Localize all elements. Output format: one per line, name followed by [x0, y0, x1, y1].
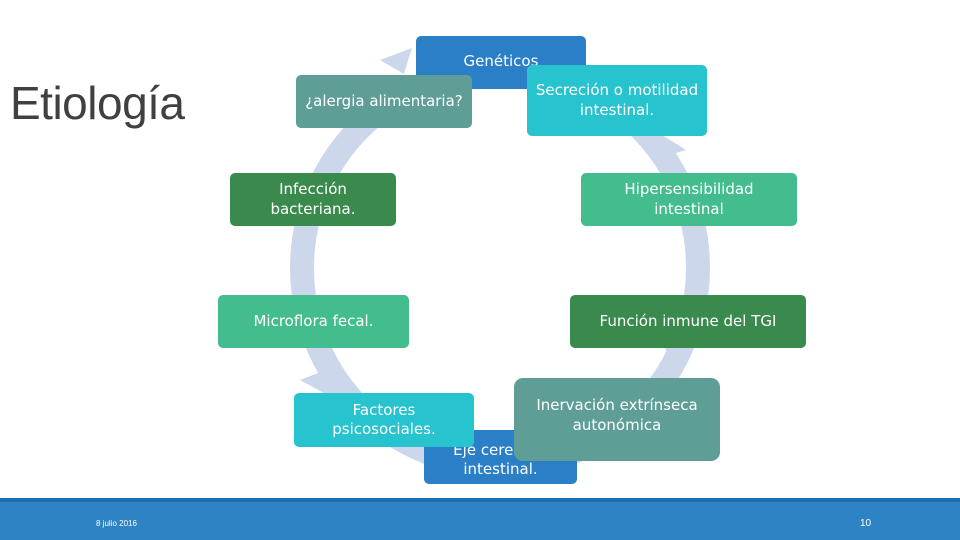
node-hipersensibilidad: Hipersensibilidad intestinal	[581, 173, 797, 226]
slide-date: 8 julio 2016	[96, 519, 137, 528]
node-microflora: Microflora fecal.	[218, 295, 409, 348]
node-label: Genéticos	[463, 52, 539, 70]
node-alergia: ¿alergia alimentaria?	[296, 75, 472, 128]
node-factores-psicosociales: Factores psicosociales.	[294, 393, 474, 447]
node-infeccion: Infección bacteriana.	[230, 173, 396, 226]
node-secrecion: Secreción o motilidad intestinal.	[527, 65, 707, 136]
page-number: 10	[860, 518, 872, 529]
node-label: Función inmune del TGI	[599, 311, 777, 330]
footer-accent-line	[0, 498, 960, 502]
node-label: ¿alergia alimentaria?	[305, 91, 463, 110]
node-label: Microflora fecal.	[253, 311, 374, 330]
node-label: Secreción o motilidad intestinal.	[535, 81, 699, 119]
node-inervacion: Inervación extrínseca autonómica	[514, 378, 720, 461]
node-label: Infección bacteriana.	[270, 180, 356, 218]
node-label: Hipersensibilidad intestinal	[624, 180, 754, 218]
node-funcion-inmune: Función inmune del TGI	[570, 295, 806, 348]
node-label: Inervación extrínseca autonómica	[536, 396, 698, 434]
ring-arrow-head	[380, 48, 412, 74]
node-label: Factores psicosociales.	[332, 400, 436, 439]
footer-bar	[0, 498, 960, 540]
slide-title: Etiología	[10, 77, 185, 129]
